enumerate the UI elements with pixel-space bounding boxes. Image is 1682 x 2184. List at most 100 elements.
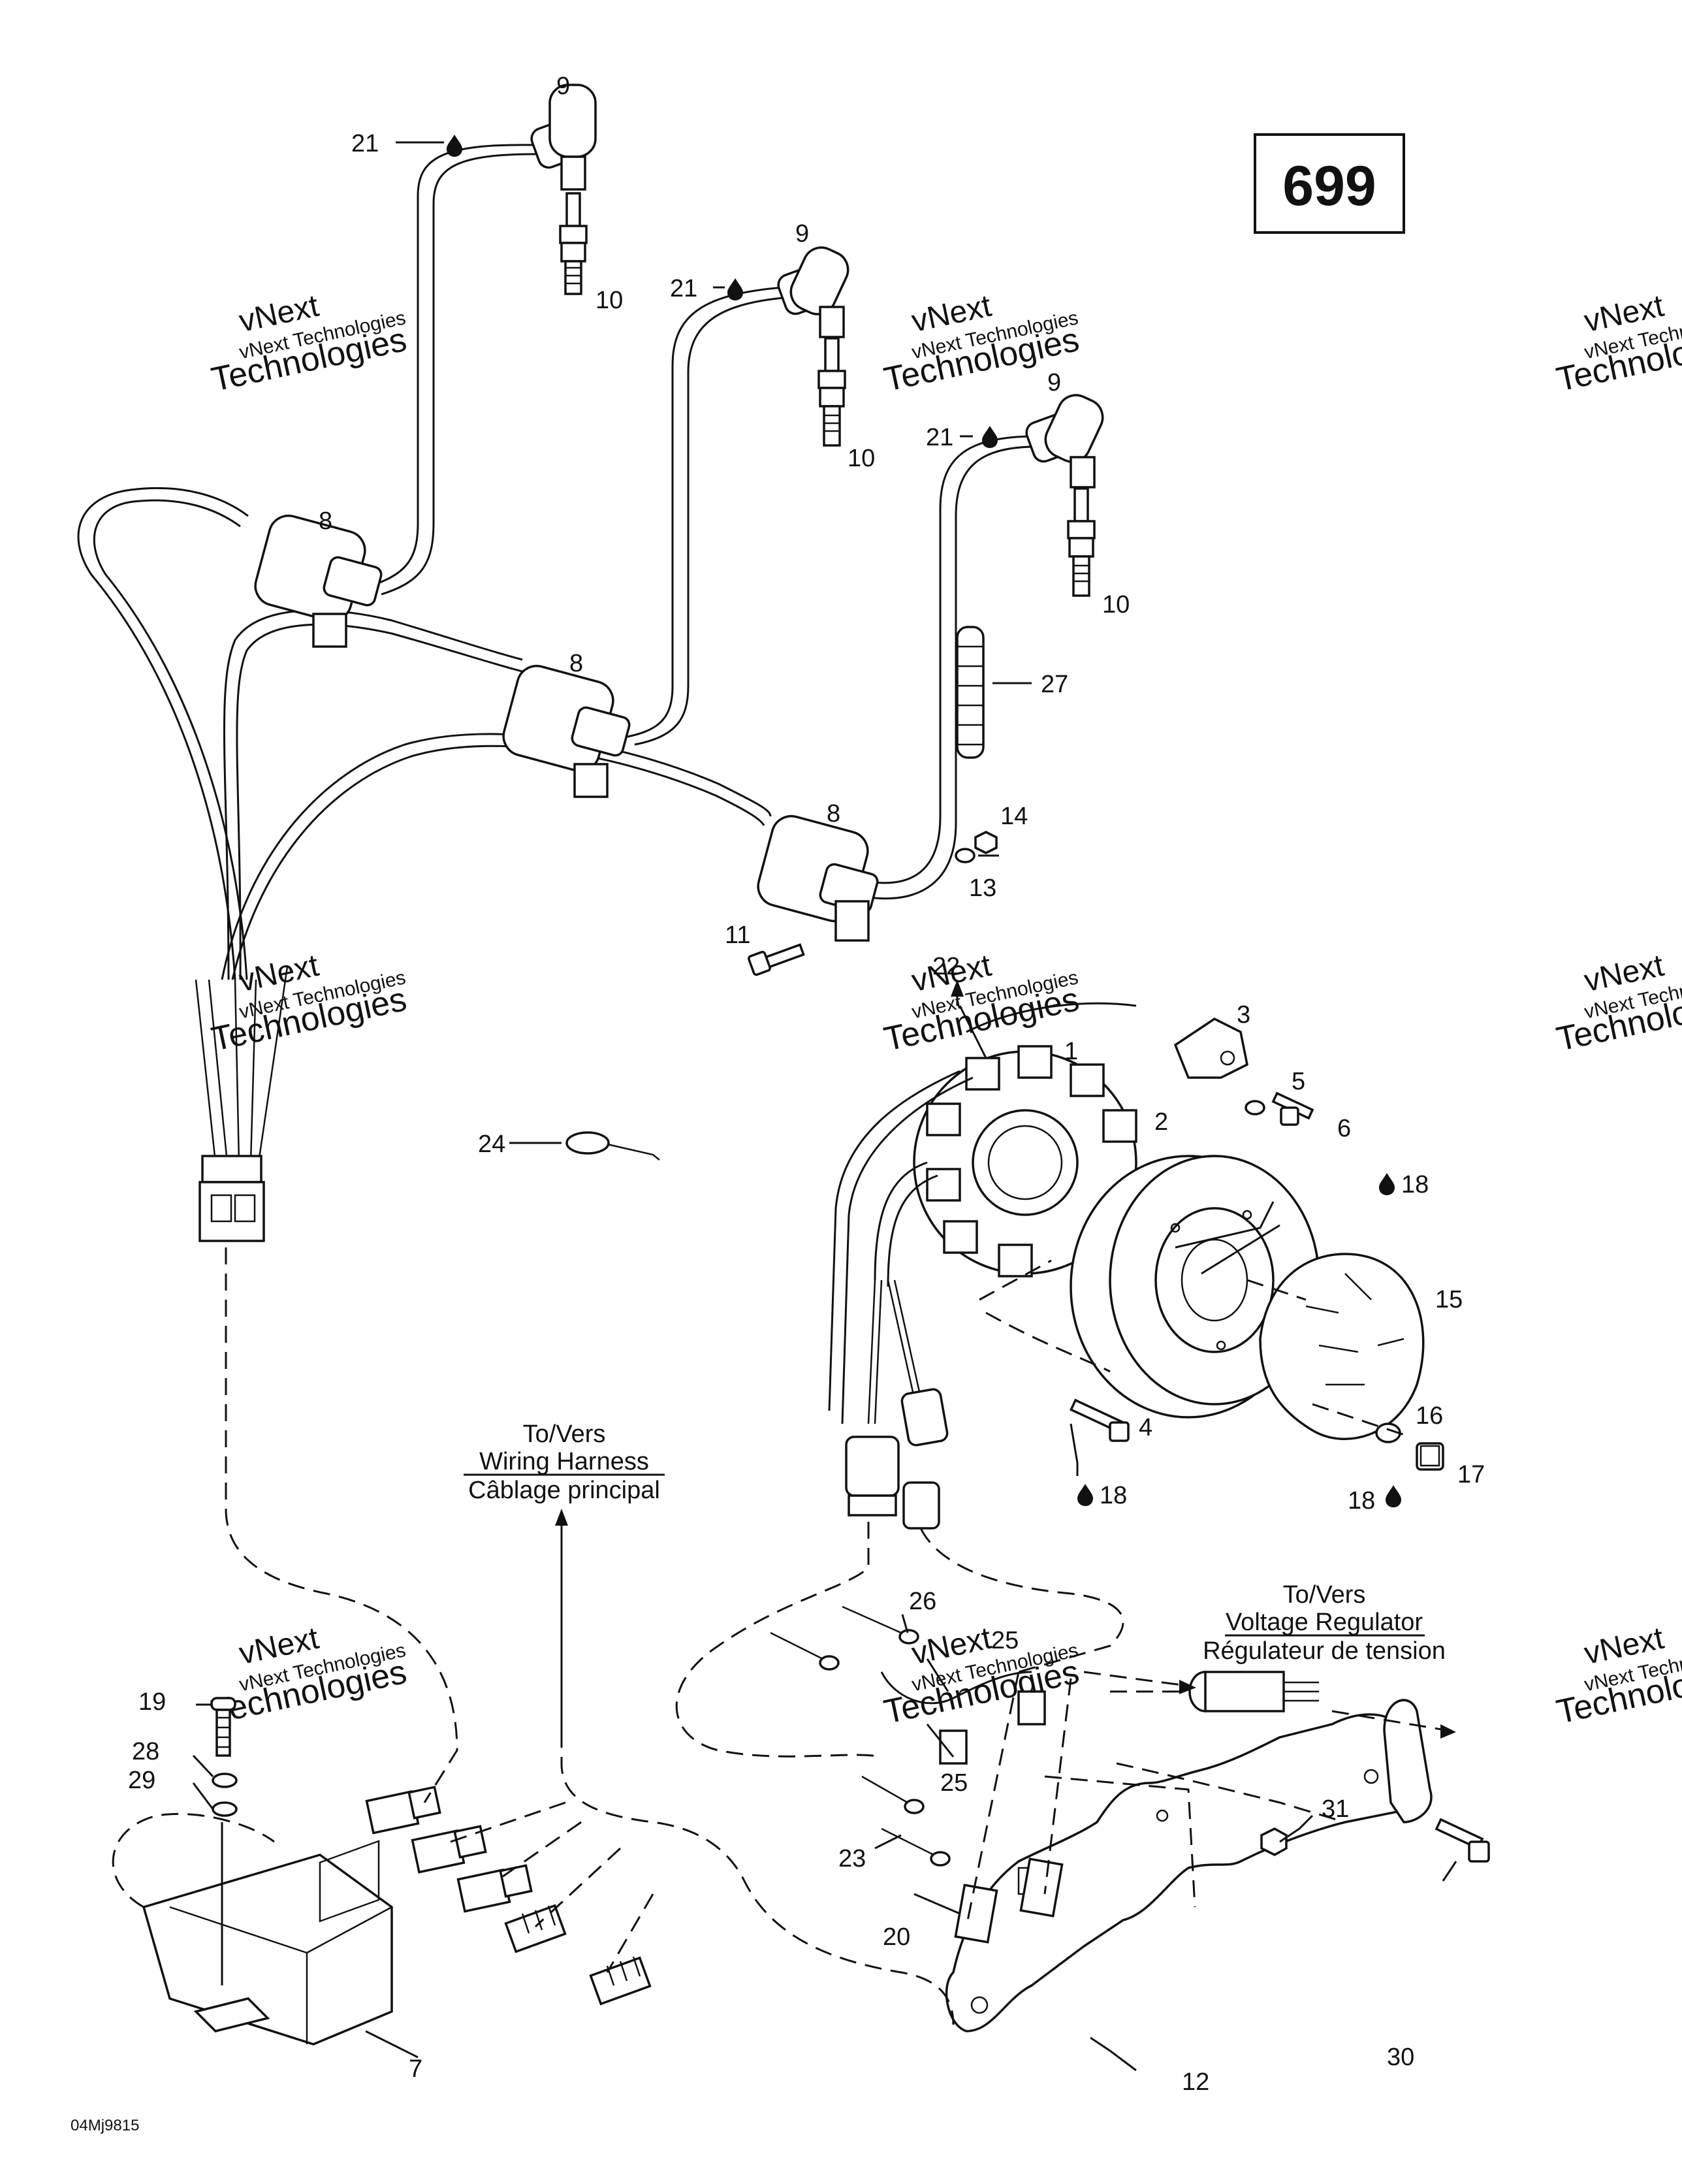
drawing-code: 04Mj9815 <box>71 2117 139 2134</box>
arrow-right <box>1440 1724 1456 1739</box>
label-8: 8 <box>569 650 583 677</box>
spark-plug <box>559 192 588 295</box>
label-9: 9 <box>795 220 809 248</box>
drop-icon <box>1077 1484 1093 1506</box>
diagram-number: 699 <box>1282 155 1376 217</box>
label-31: 31 <box>1322 1795 1349 1823</box>
label-19: 19 <box>138 1688 166 1716</box>
module-connector <box>504 1904 567 1953</box>
starter-cup <box>1259 1253 1425 1440</box>
nut <box>974 831 998 854</box>
strap <box>1383 1699 1433 1823</box>
label-27: 27 <box>1041 671 1068 698</box>
high-tension-wires <box>77 144 1032 1163</box>
spark-plug-cap <box>530 84 597 191</box>
label-10: 10 <box>595 287 623 314</box>
washer <box>212 1773 238 1788</box>
module-connector <box>589 1956 652 2006</box>
module-connector <box>456 1864 533 1913</box>
bolt <box>1070 1398 1130 1442</box>
svg-text:Régulateur de tension: Régulateur de tension <box>1203 1637 1446 1665</box>
clip <box>954 1857 1064 1944</box>
washer <box>955 848 976 863</box>
label-21: 21 <box>351 130 379 157</box>
part-labels: 9 21 10 9 21 10 9 21 10 8 8 8 27 14 13 1… <box>128 72 1485 2096</box>
svg-text:To/Vers: To/Vers <box>1283 1581 1366 1609</box>
svg-text:Voltage Regulator: Voltage Regulator <box>1226 1609 1423 1636</box>
arrow-up <box>555 1509 568 1731</box>
washer <box>212 1801 238 1817</box>
module-connector <box>411 1825 487 1874</box>
label-3: 3 <box>1237 1001 1250 1029</box>
label-6: 6 <box>1337 1115 1351 1142</box>
diagram-number-box <box>1254 133 1405 234</box>
label-11: 11 <box>725 922 750 949</box>
harness-connector <box>198 1155 265 1242</box>
label-8: 8 <box>319 507 332 535</box>
label-10: 10 <box>1102 591 1130 618</box>
flywheel <box>1070 1155 1320 1419</box>
label-22: 22 <box>932 953 960 980</box>
label-14: 14 <box>1000 803 1028 830</box>
svg-text:Câblage principal: Câblage principal <box>468 1477 660 1504</box>
label-17: 17 <box>1457 1461 1485 1488</box>
label-7: 7 <box>409 2055 422 2083</box>
label-29: 29 <box>128 1767 155 1794</box>
bolt <box>1435 1818 1490 1863</box>
voltage-regulator-connector <box>1188 1671 1319 1712</box>
spark-plug-cap <box>1025 394 1104 489</box>
stator <box>913 1045 1137 1277</box>
label-12: 12 <box>1182 2068 1209 2096</box>
drop-icon <box>1379 1173 1395 1195</box>
label-9: 9 <box>556 72 570 100</box>
ignition-coil <box>757 814 879 942</box>
arrow-right <box>1083 1671 1196 1694</box>
harness-callout: To/Vers Wiring Harness Câblage principal <box>464 1421 665 1504</box>
label-15: 15 <box>1435 1286 1463 1313</box>
label-9: 9 <box>1047 369 1061 396</box>
routing-lines <box>112 1247 1450 2025</box>
trigger-coil <box>1173 1017 1248 1079</box>
label-5: 5 <box>1292 1068 1305 1095</box>
label-21: 21 <box>926 424 953 451</box>
label-20: 20 <box>883 1923 910 1951</box>
label-21: 21 <box>670 275 697 302</box>
rivet <box>770 1605 951 1867</box>
spark-plug <box>1067 487 1096 597</box>
label-2: 2 <box>1154 1108 1168 1136</box>
label-18: 18 <box>1401 1171 1429 1198</box>
label-10: 10 <box>848 445 875 472</box>
mounting-bracket <box>945 1713 1414 2032</box>
label-30: 30 <box>1387 2044 1414 2071</box>
washer <box>1245 1100 1265 1116</box>
stator-wires <box>828 1002 1137 1424</box>
stator-connector <box>902 1481 940 1530</box>
bolt <box>1416 1442 1444 1471</box>
spark-plug-cap <box>777 246 849 338</box>
label-4: 4 <box>1139 1414 1152 1441</box>
stator-connector <box>900 1388 949 1447</box>
label-8: 8 <box>827 800 840 827</box>
drop-icon <box>1386 1485 1401 1507</box>
ignition-coil <box>502 664 631 798</box>
svg-text:Wiring Harness: Wiring Harness <box>479 1448 649 1475</box>
label-18: 18 <box>1348 1487 1375 1515</box>
drop-icon <box>447 135 462 157</box>
label-13: 13 <box>969 875 996 902</box>
leader-lines <box>192 141 1457 2072</box>
label-28: 28 <box>132 1738 159 1765</box>
cable-tie <box>565 1131 660 1161</box>
svg-text:To/Vers: To/Vers <box>523 1421 606 1448</box>
label-25: 25 <box>940 1769 968 1797</box>
label-1: 1 <box>1064 1038 1078 1065</box>
screw <box>1271 1091 1314 1126</box>
nut <box>1260 1827 1288 1856</box>
label-18: 18 <box>1100 1482 1127 1509</box>
spark-plug <box>817 337 846 447</box>
ignition-coil <box>254 514 383 648</box>
label-23: 23 <box>838 1845 866 1872</box>
drop-icon <box>982 426 998 448</box>
bolt <box>748 943 805 976</box>
label-24: 24 <box>478 1131 505 1158</box>
